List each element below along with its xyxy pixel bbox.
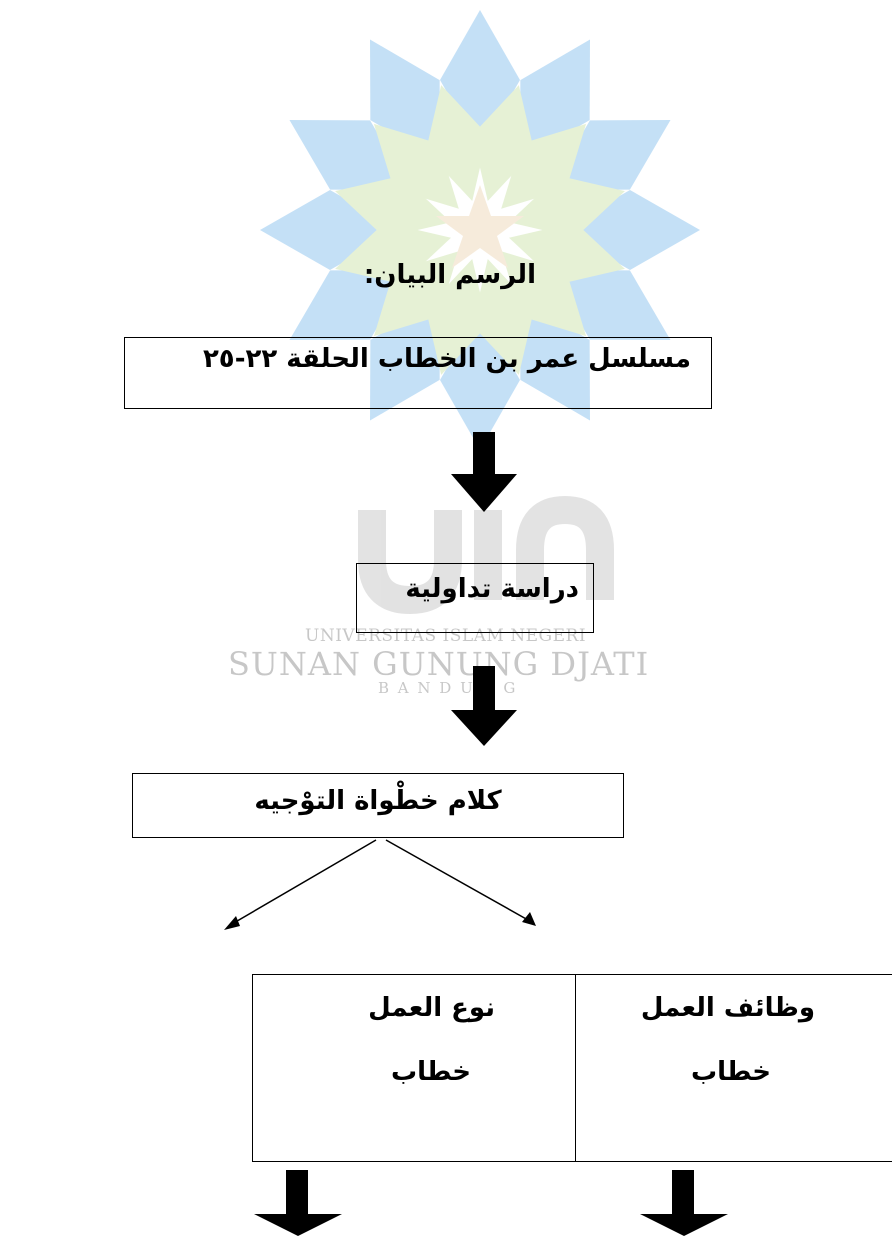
cell-action-type: نوع العمل خطاب <box>253 975 575 1161</box>
box-series-title: مسلسل عمر بن الخطاب الحلقة ٢٢-٢٥ <box>124 337 712 409</box>
result-table: نوع العمل خطاب وظائف العمل خطاب <box>252 974 892 1162</box>
watermark-line2: SUNAN GUNUNG DJATI <box>228 645 650 683</box>
watermark-line1: UNIVERSITAS ISLAM NEGERI <box>305 626 587 646</box>
diagram-heading: الرسم البيان: <box>363 260 536 290</box>
result-table-divider <box>575 975 576 1161</box>
cell-action-functions-value: خطاب <box>691 1057 771 1087</box>
box-directive-speech: كلام خطْواة التوْجيه <box>132 773 624 838</box>
cell-action-type-title: نوع العمل <box>368 993 495 1023</box>
box-pragmatic-study: دراسة تداولية <box>356 563 594 633</box>
box-directive-speech-text: كلام خطْواة التوْجيه <box>254 786 502 816</box>
box-pragmatic-study-text: دراسة تداولية <box>405 574 579 604</box>
box-series-title-text: مسلسل عمر بن الخطاب الحلقة ٢٢-٢٥ <box>202 344 691 374</box>
cell-action-type-value: خطاب <box>391 1057 471 1087</box>
cell-action-functions: وظائف العمل خطاب <box>575 975 892 1161</box>
cell-action-functions-title: وظائف العمل <box>640 993 815 1023</box>
